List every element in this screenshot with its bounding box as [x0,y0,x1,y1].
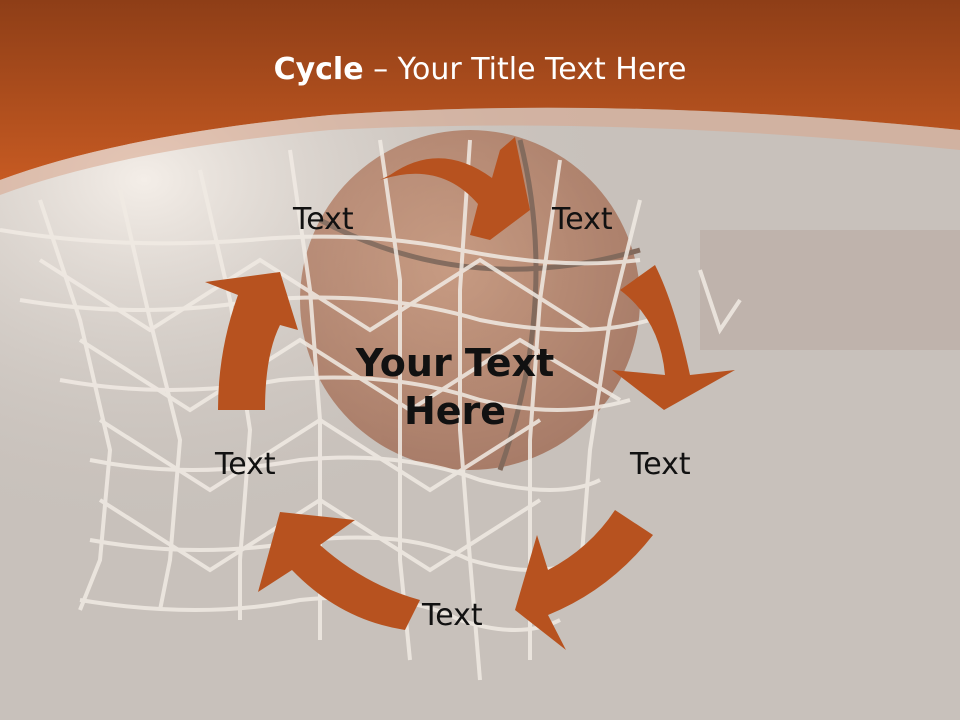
step-label-3: Text [630,447,691,482]
cycle-arrow-3 [515,510,653,650]
header-swoosh [0,107,960,195]
cycle-arrow-1 [380,137,530,240]
step-label-1: Text [293,202,354,237]
step-label-4: Text [422,598,483,633]
header-band [0,0,960,180]
center-text-line-1: Your Text [355,341,555,385]
cycle-arrow-2 [612,265,735,410]
cycle-arrow-4 [258,512,420,630]
step-label-5: Text [215,447,276,482]
title-bold: Cycle [273,52,364,87]
title-rest: – Your Title Text Here [363,52,687,87]
basketball-net [0,139,742,681]
cycle-arrows [205,137,735,650]
slide-title: Cycle – Your Title Text Here [0,52,960,87]
step-label-2: Text [552,202,613,237]
center-text-line-2: Here [403,388,507,433]
cycle-arrow-5 [205,272,298,410]
center-text: Your Text Here [330,340,580,435]
rim-shadow [700,230,960,350]
